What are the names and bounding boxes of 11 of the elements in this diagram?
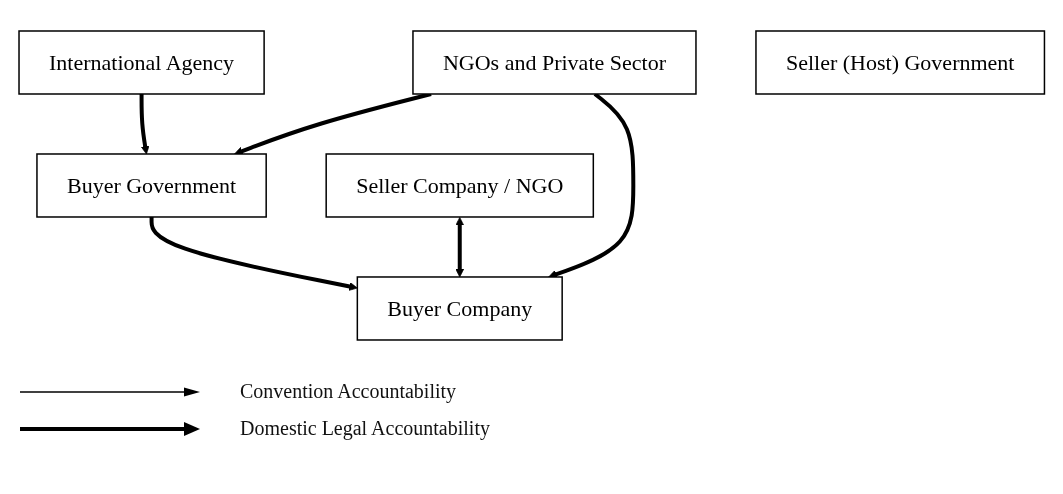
node-box: Buyer Company (356, 275, 563, 341)
legend-text: Domestic Legal Accountability (240, 417, 490, 440)
legend-text: Convention Accountability (240, 380, 457, 403)
arrow (139, 93, 150, 154)
node-box: Buyer Government (35, 152, 267, 218)
arrow (455, 216, 464, 277)
node-box: International Agency (18, 29, 265, 95)
node-box: Seller Company / NGO (325, 152, 594, 218)
arrow (149, 216, 358, 291)
node-box: NGOs and Private Sector (412, 29, 697, 95)
node-box: Seller (Host) Government (755, 29, 1045, 95)
